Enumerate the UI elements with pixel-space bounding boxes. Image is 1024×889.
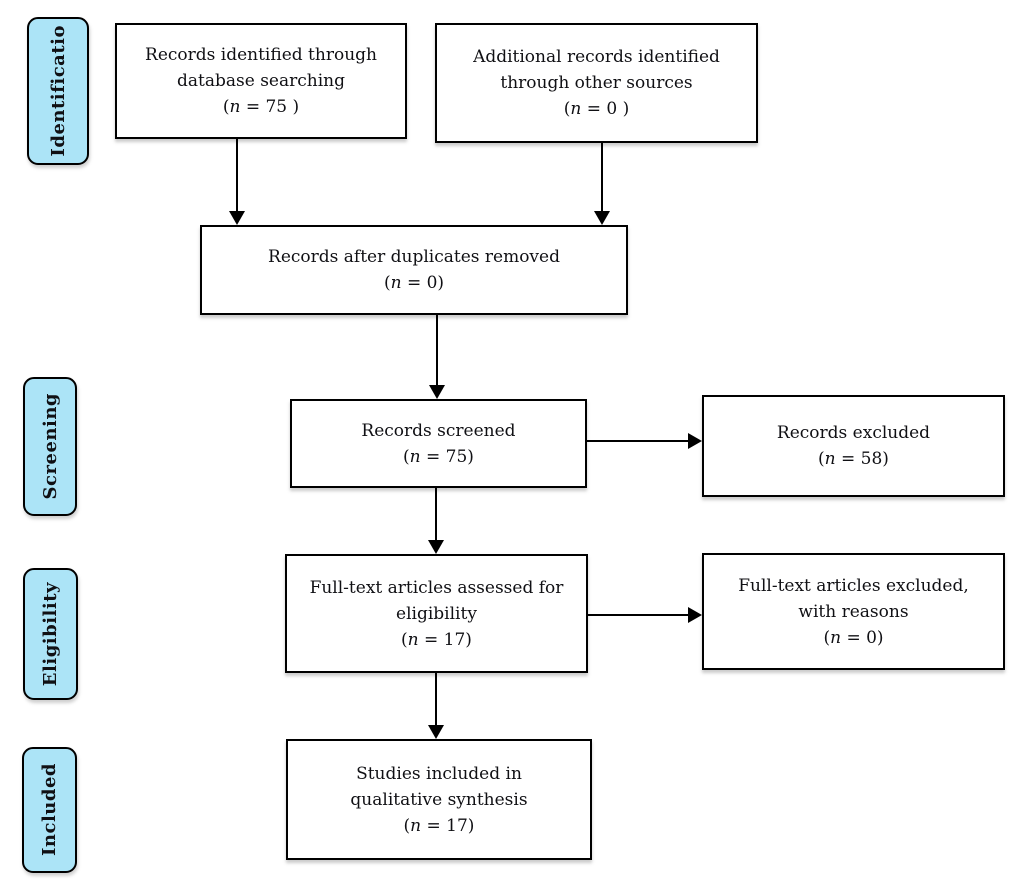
box-text-line: Records excluded <box>776 423 931 443</box>
count-n: n <box>407 629 419 650</box>
box-duplicates-removed: Records after duplicates removed (n = 0) <box>200 225 628 315</box>
box-records-screened: Records screened (n = 75) <box>290 399 587 488</box>
box-records-excluded: Records excluded (n = 58) <box>702 395 1005 497</box>
box-records-identified: Records identified through database sear… <box>115 23 407 139</box>
box-studies-included: Studies included in qualitative synthesi… <box>286 739 592 860</box>
arrowhead-down-icon <box>428 725 444 739</box>
stage-label-screening: Screening <box>23 377 77 516</box>
box-text-line: Records identified through <box>145 45 377 65</box>
count-rest: = 17) <box>418 629 472 650</box>
box-text-line: Full-text articles excluded, <box>738 575 969 596</box>
count-rest: = 0) <box>401 273 445 293</box>
box-text-line: through other sources <box>500 73 693 93</box>
box-text-line: Additional records identified <box>473 47 720 67</box>
arrowhead-down-icon <box>429 385 445 399</box>
box-count: (n = 17) <box>401 627 472 653</box>
stage-label-included-text: Included <box>39 763 60 857</box>
box-text-line: qualitative synthesis <box>350 789 528 810</box>
box-text-line: Full-text articles assessed for <box>309 577 564 598</box>
count-n: n <box>830 627 842 648</box>
box-text-line: Records after duplicates removed <box>268 247 560 267</box>
count-rest: = 75 ) <box>240 97 300 117</box>
arrowhead-down-icon <box>229 211 245 225</box>
arrow-line <box>236 139 238 211</box>
count-n: n <box>409 446 421 467</box>
stage-label-eligibility: Eligibility <box>23 568 78 700</box>
arrowhead-right-icon <box>688 433 702 449</box>
box-count: (n = 0) <box>823 625 883 651</box>
stage-label-eligibility-text: Eligibility <box>40 581 61 687</box>
stage-label-identification: Identificatio <box>27 17 89 165</box>
arrow-line <box>435 673 437 725</box>
arrowhead-down-icon <box>428 540 444 554</box>
box-text-line: eligibility <box>396 603 477 624</box>
count-n: n <box>410 815 422 836</box>
box-count: (n = 17) <box>404 813 475 839</box>
count-open: ( <box>222 97 230 117</box>
box-count: (n = 0 ) <box>564 96 630 122</box>
stage-label-screening-text: Screening <box>39 393 61 500</box>
box-text-line: Records screened <box>361 420 516 441</box>
count-open: ( <box>383 273 391 293</box>
stage-label-identification-text: Identificatio <box>47 25 69 157</box>
arrowhead-down-icon <box>594 211 610 225</box>
count-n: n <box>570 99 582 119</box>
count-open: ( <box>401 629 408 650</box>
count-n: n <box>824 449 836 469</box>
box-additional-records: Additional records identified through ot… <box>435 23 758 143</box>
box-count: (n = 0) <box>384 270 444 296</box>
box-fulltext-assessed: Full-text articles assessed for eligibil… <box>285 554 588 673</box>
count-rest: = 17) <box>421 815 475 836</box>
box-count: (n = 75 ) <box>223 94 299 120</box>
count-n: n <box>390 273 402 293</box>
box-text-line: with reasons <box>798 601 909 622</box>
count-open: ( <box>823 627 831 648</box>
arrow-line <box>588 614 688 616</box>
count-open: ( <box>563 99 571 119</box>
count-open: ( <box>403 815 411 836</box>
box-count: (n = 75) <box>403 444 474 470</box>
box-count: (n = 58) <box>818 446 889 472</box>
count-rest: = 58) <box>835 449 889 469</box>
box-text-line: Studies included in <box>356 763 522 784</box>
count-open: ( <box>818 449 825 469</box>
count-n: n <box>229 97 241 117</box>
arrow-line <box>436 315 438 385</box>
arrow-line <box>587 440 688 442</box>
count-rest: = 0) <box>841 627 884 648</box>
count-rest: = 75) <box>420 446 474 467</box>
box-text-line: database searching <box>177 71 345 91</box>
count-rest: = 0 ) <box>581 99 630 119</box>
arrow-line <box>435 488 437 540</box>
box-fulltext-excluded: Full-text articles excluded, with reason… <box>702 553 1005 670</box>
count-open: ( <box>403 446 410 467</box>
stage-label-included: Included <box>22 747 77 873</box>
arrowhead-right-icon <box>688 607 702 623</box>
arrow-line <box>601 143 603 211</box>
